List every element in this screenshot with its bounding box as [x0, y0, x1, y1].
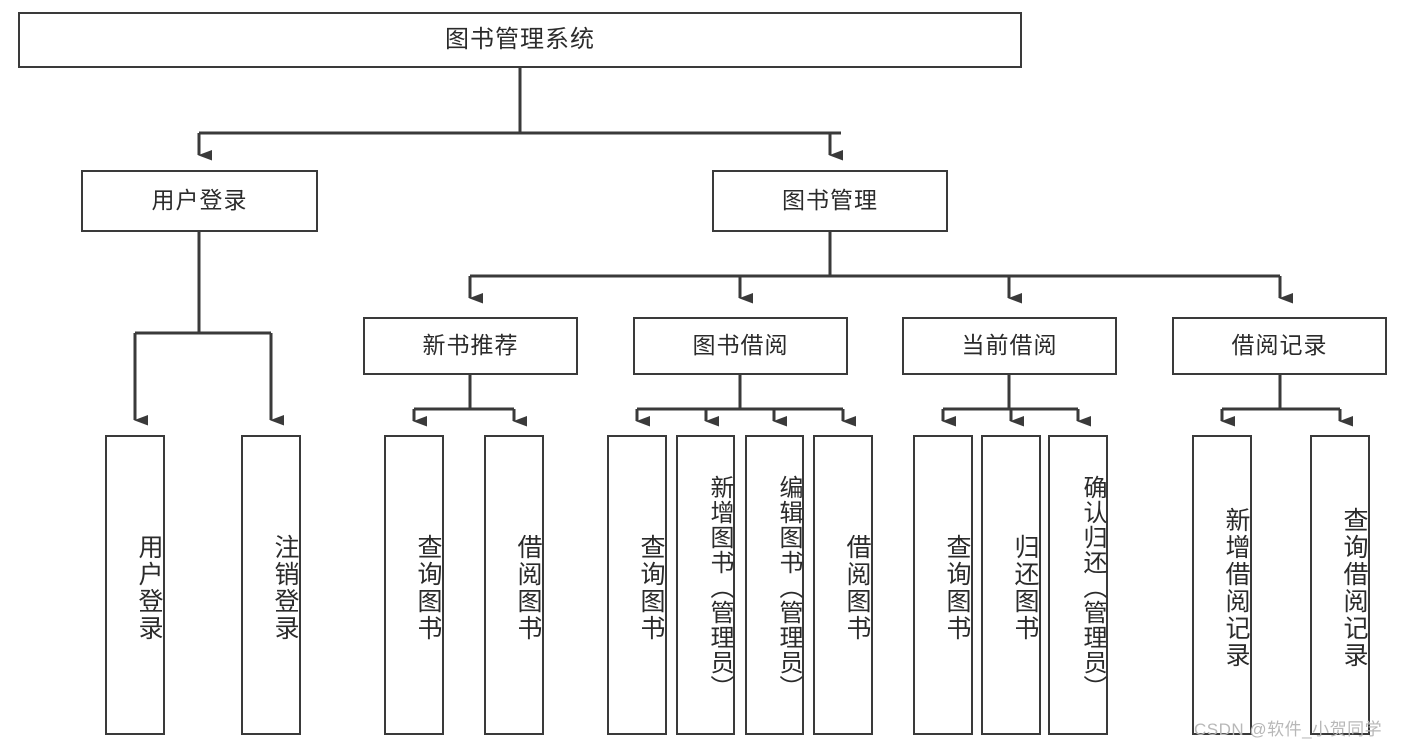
- leaf-current-borrow-confirm-return[interactable]: 确认归还（管理员）: [1048, 435, 1108, 735]
- leaf-current-borrow-query[interactable]: 查询图书: [913, 435, 973, 735]
- node-new-book-recommend[interactable]: 新书推荐: [363, 317, 578, 375]
- node-book-borrow[interactable]: 图书借阅: [633, 317, 848, 375]
- leaf-new-book-query[interactable]: 查询图书: [384, 435, 444, 735]
- leaf-book-borrow-edit[interactable]: 编辑图书（管理员）: [745, 435, 804, 735]
- leaf-book-borrow-add[interactable]: 新增图书（管理员）: [676, 435, 735, 735]
- leaf-current-borrow-return[interactable]: 归还图书: [981, 435, 1041, 735]
- node-borrow-record[interactable]: 借阅记录: [1172, 317, 1387, 375]
- node-user-login[interactable]: 用户登录: [81, 170, 318, 232]
- leaf-user-login-logout[interactable]: 注销登录: [241, 435, 301, 735]
- node-book-management[interactable]: 图书管理: [712, 170, 948, 232]
- node-root-system[interactable]: 图书管理系统: [18, 12, 1022, 68]
- csdn-watermark: CSDN @软件_小贺同学: [1194, 720, 1383, 739]
- leaf-book-borrow-borrow[interactable]: 借阅图书: [813, 435, 873, 735]
- leaf-user-login-login[interactable]: 用户登录: [105, 435, 165, 735]
- node-current-borrow[interactable]: 当前借阅: [902, 317, 1117, 375]
- leaf-book-borrow-query[interactable]: 查询图书: [607, 435, 667, 735]
- leaf-borrow-record-query[interactable]: 查询借阅记录: [1310, 435, 1370, 735]
- leaf-new-book-borrow[interactable]: 借阅图书: [484, 435, 544, 735]
- leaf-borrow-record-add[interactable]: 新增借阅记录: [1192, 435, 1252, 735]
